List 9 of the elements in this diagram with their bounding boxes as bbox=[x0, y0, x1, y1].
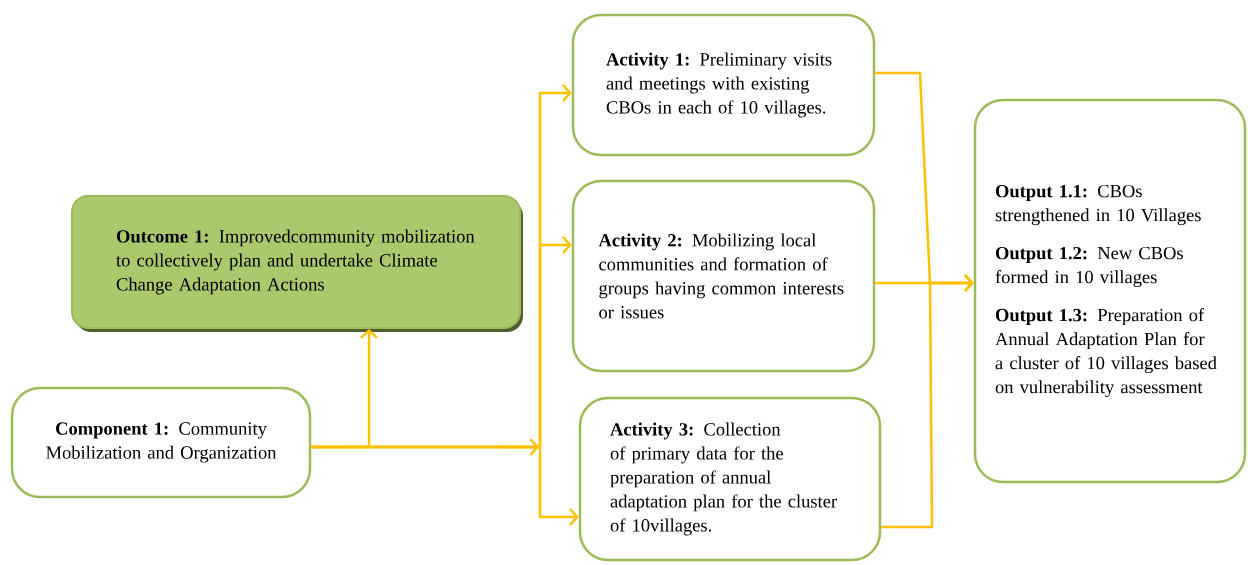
output-box: Output 1.1: CBOs strengthened in 10 Villages Output 1.2: New CBOs formed in 10 villages Output 1.3: Preparation of Annual Adaptation Plan for a cluster of 10 villages based on vulnerability assessment bbox=[973, 98, 1247, 484]
arrow bbox=[500, 438, 539, 456]
activity-box: Activity 2: Mobilizing local communities and formation of groups having common interests or issues bbox=[571, 179, 876, 373]
arrow bbox=[881, 274, 974, 529]
outcome-box: Outcome 1: Improvedcommunity mobilization to collectively plan and undertake Climate Change Adaptation Actions bbox=[71, 195, 521, 329]
activity-box: Activity 1: Preliminary visits and meetings with existing CBOs in each of 10 villages. bbox=[571, 13, 876, 157]
arrow bbox=[311, 445, 579, 526]
component-box: Component 1: Community Mobilization and Organization bbox=[10, 386, 312, 499]
activity-box: Activity 3: Collection of primary data for the preparation of annual adaptation plan for the cluster of 10villages. bbox=[578, 396, 882, 562]
